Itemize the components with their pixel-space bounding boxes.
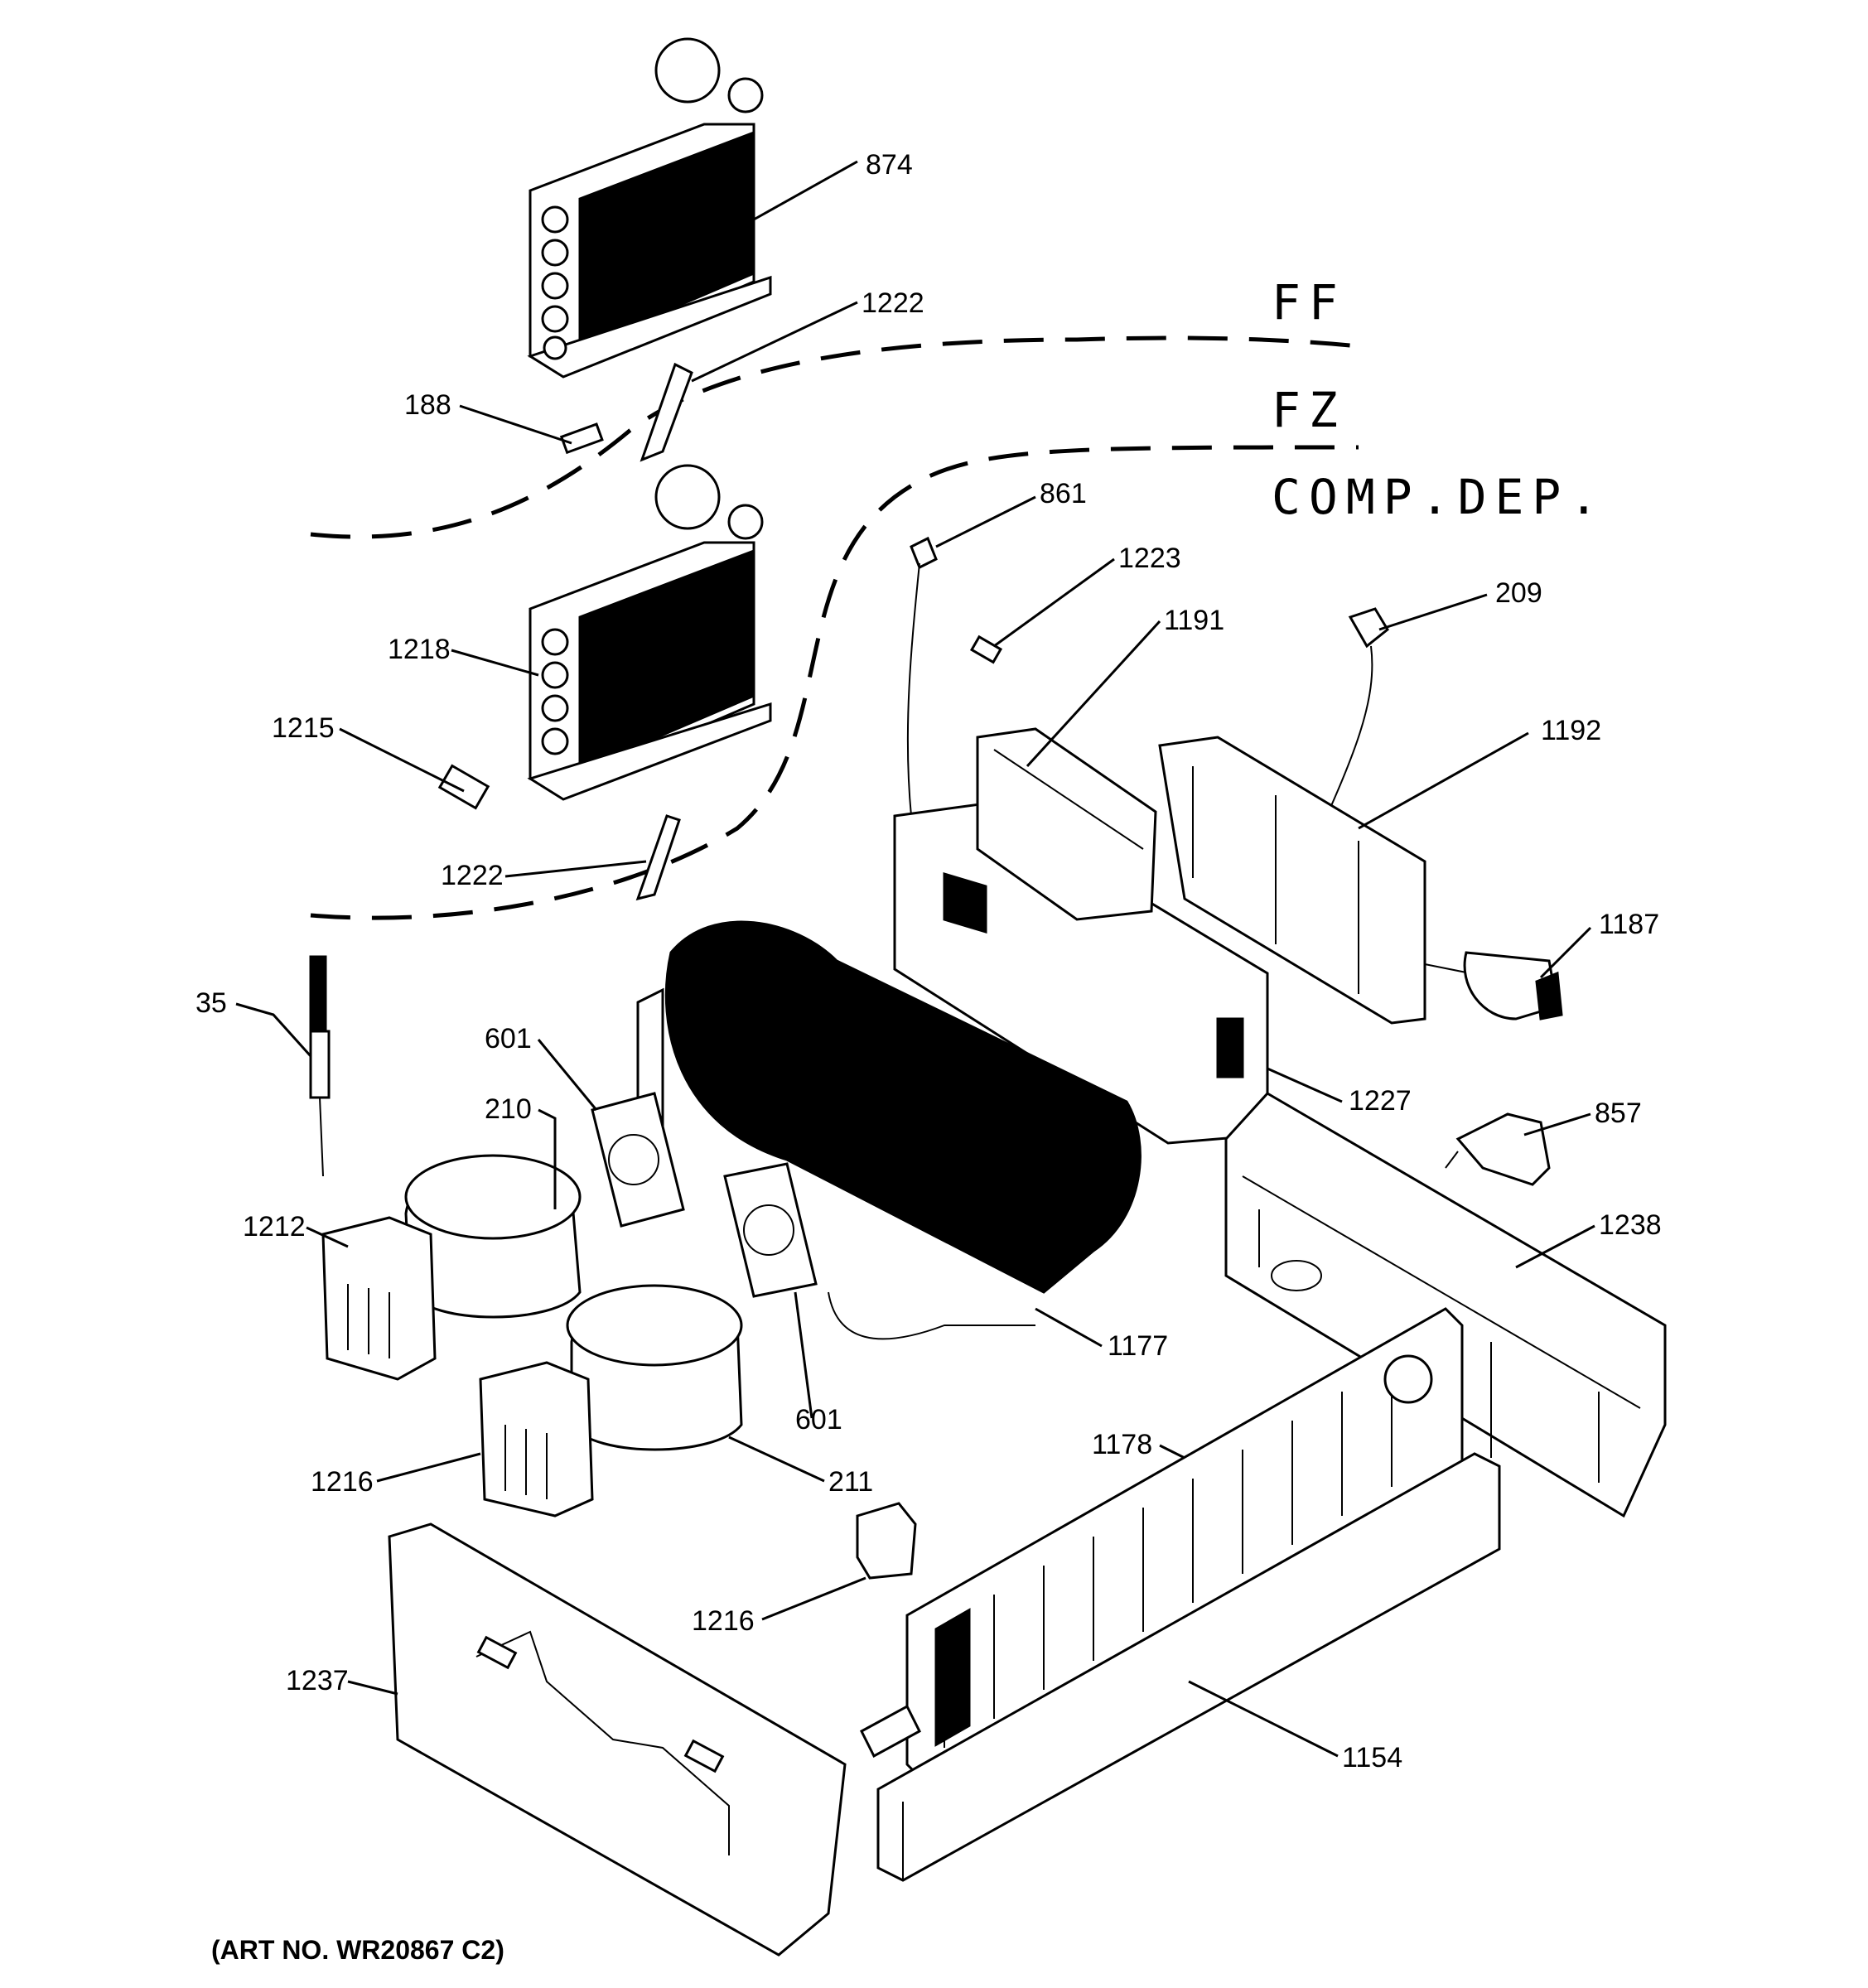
zone-label-comp-dep: COMP.DEP. [1272,469,1606,525]
zone-label-fz: FZ [1272,382,1346,438]
callout-1178: 1178 [1092,1429,1152,1460]
callout-1212: 1212 [243,1211,306,1242]
callout-35: 35 [195,987,227,1019]
callout-1187: 1187 [1599,909,1659,940]
grille-illustration [860,1307,1464,1783]
callout-1154: 1154 [1342,1742,1402,1773]
callout-1238: 1238 [1599,1209,1662,1241]
small-parts [437,362,1003,901]
callout-1237: 1237 [286,1665,349,1696]
thermistor-illustration [309,955,331,1177]
compressors-illustration [321,1154,917,1580]
frame-1238-illustration [1224,1092,1667,1518]
callout-1192: 1192 [1541,715,1601,746]
zone-label-ff: FF [1272,274,1346,331]
valve-illustration [1445,1112,1551,1186]
callout-1216-bottom: 1216 [692,1605,755,1637]
callout-1222-upper: 1222 [862,287,924,319]
callout-1216-left: 1216 [311,1466,374,1498]
condenser-fan-illustration [591,920,1142,1340]
zone-boundaries [310,335,1359,920]
leader-lines [235,160,1595,1758]
callouts: 874 1222 188 861 1223 209 1191 1218 1215… [195,149,1662,1773]
toe-plate-illustration [876,1452,1501,1882]
callout-874: 874 [866,149,913,181]
callout-210: 210 [485,1093,532,1125]
callout-1191: 1191 [1164,605,1224,636]
callout-1227: 1227 [1349,1085,1412,1117]
art-number: (ART NO. WR20867 C2) [211,1935,504,1965]
callout-1177: 1177 [1108,1330,1168,1362]
fz-comp-boundary [310,445,1359,920]
callout-601-lower: 601 [795,1404,842,1436]
power-cord-illustration [1291,607,1563,1021]
callout-1223: 1223 [1118,543,1181,574]
coil-1218-illustration [527,464,772,801]
callout-211: 211 [828,1466,873,1498]
callout-601-upper: 601 [485,1023,532,1054]
callout-861: 861 [1040,478,1087,509]
callout-1222-lower: 1222 [441,860,504,891]
callout-209: 209 [1495,577,1542,609]
control-box-illustration [893,727,1426,1145]
callout-857: 857 [1595,1098,1642,1129]
ff-fz-boundary [310,335,1359,539]
callout-1215: 1215 [272,712,335,744]
front-panel-1237-illustration [388,1522,847,1957]
callout-1218: 1218 [388,634,451,665]
callout-188: 188 [404,389,451,421]
coil-874-illustration [527,37,772,379]
